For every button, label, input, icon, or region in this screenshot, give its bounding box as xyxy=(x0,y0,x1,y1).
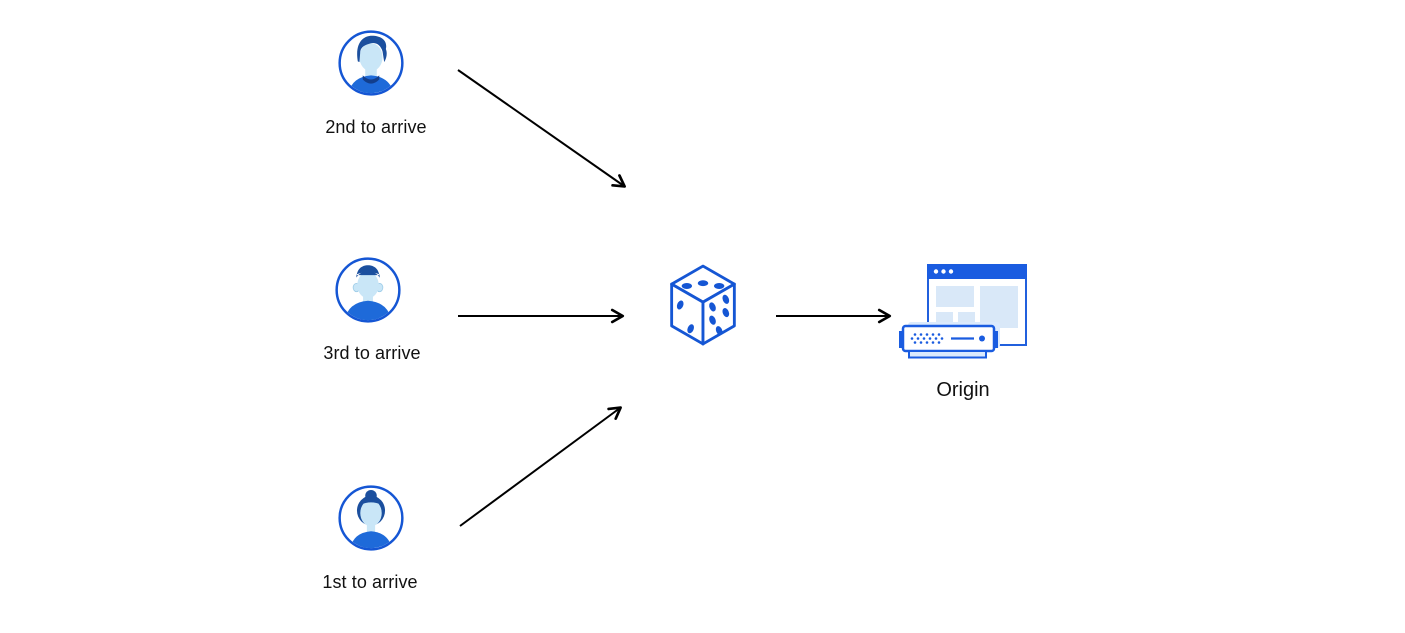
female-avatar-bun-icon xyxy=(338,485,404,551)
arrow-second-to-dice xyxy=(457,69,626,188)
node-visitor-first xyxy=(338,485,404,551)
arrow-first-to-dice xyxy=(459,406,622,527)
visitor-first-label: 1st to arrive xyxy=(322,572,418,592)
male-avatar-swoopy-hair-icon xyxy=(338,30,404,96)
node-visitor-second xyxy=(338,30,404,96)
node-origin xyxy=(898,260,1028,365)
visitor-second-label: 2nd to arrive xyxy=(325,117,427,137)
node-visitor-third xyxy=(335,257,401,323)
origin-label: Origin xyxy=(936,379,990,401)
dice-icon xyxy=(670,264,736,346)
node-random-picker xyxy=(665,262,741,348)
male-avatar-flattop-icon xyxy=(335,257,401,323)
browser-window-and-server-icon xyxy=(899,264,1027,359)
visitor-third-label: 3rd to arrive xyxy=(323,343,421,363)
